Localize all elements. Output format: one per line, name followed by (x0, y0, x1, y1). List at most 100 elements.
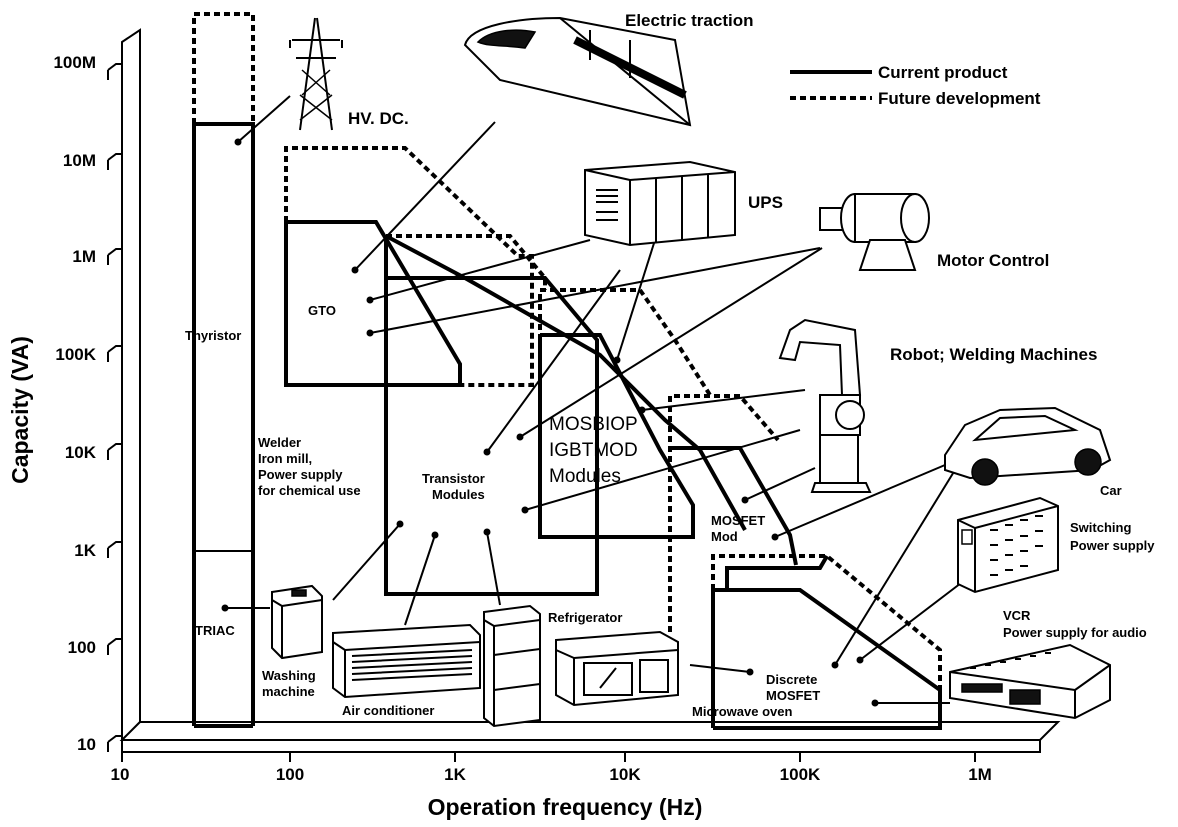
axis-frame (119, 28, 1061, 753)
legend-current-label: Current product (878, 63, 1008, 82)
discrete-mid-line (725, 554, 829, 590)
thyristor-region: Thyristor TRIAC (185, 12, 255, 728)
x-tick-1k: 1K (444, 765, 466, 784)
thyristor-future-outline (192, 12, 255, 124)
leader-dot (516, 433, 524, 441)
modules-label: Modules (549, 466, 621, 487)
leader-dot (351, 266, 359, 274)
y-tick-marks (107, 63, 122, 752)
leader-lines (225, 95, 966, 704)
bullet-train-icon (463, 16, 692, 127)
leader-robot-igbt (641, 389, 806, 411)
y-tick-mark (107, 443, 122, 460)
mosfet-mod-future-outline (668, 394, 780, 632)
y-tick-mark (107, 153, 122, 170)
x-tick-1m: 1M (968, 765, 992, 784)
leader-traction-transistor (486, 269, 621, 453)
leader-dot (771, 533, 779, 541)
igbt-current-outline (538, 333, 695, 539)
y-tick-mark (107, 541, 122, 558)
refrigerator-icon (483, 604, 541, 728)
welder-label-4: for chemical use (258, 483, 361, 498)
x-tick-10: 10 (111, 765, 130, 784)
washing-label-2: machine (262, 684, 315, 699)
y-tick-10: 10 (77, 735, 96, 754)
gto-current-outline (284, 220, 462, 387)
leader-robot-mosfet (744, 467, 816, 501)
leader-ups-gto (369, 239, 591, 301)
leader-dot (366, 296, 374, 304)
car-label: Car (1100, 483, 1122, 498)
leader-microwave (689, 664, 751, 673)
discrete-label-1: Discrete (766, 672, 817, 687)
leader-dot (746, 668, 754, 676)
leader-dot (396, 520, 404, 528)
x-axis-title: Operation frequency (Hz) (428, 794, 703, 820)
gto-label: GTO (308, 303, 336, 318)
motor-icon (819, 193, 930, 271)
leader-car-discrete (834, 469, 956, 666)
mosfet-mod-region: MOSFET Mod (668, 394, 798, 632)
transistor-region: Transistor Modules (384, 234, 599, 596)
y-tick-mark (107, 345, 122, 362)
ups-cabinet-icon (584, 160, 736, 247)
switching-power-supply-icon (957, 496, 1059, 594)
y-tick-1m: 1M (72, 247, 96, 266)
thyristor-current-outline (192, 122, 255, 726)
x-tick-100: 100 (276, 765, 304, 784)
ups-label: UPS (748, 193, 783, 212)
igbtmod-label: IGBTMOD (549, 440, 638, 461)
leader-dot (871, 699, 879, 707)
leader-hvdc (237, 95, 291, 143)
y-tick-1k: 1K (74, 541, 96, 560)
x-tick-10k: 10K (609, 765, 641, 784)
discrete-future-outline (711, 554, 942, 728)
welder-label-3: Power supply (258, 467, 343, 482)
leader-switching (859, 579, 966, 661)
discrete-label-2: MOSFET (766, 688, 820, 703)
leader-dot (831, 661, 839, 669)
leader-dot (613, 356, 621, 364)
mosbiop-label: MOSBIOP (549, 414, 638, 435)
y-tick-mark (107, 638, 122, 655)
leader-dot (638, 406, 646, 414)
vcr-label-1: VCR (1003, 608, 1031, 623)
transistor-label-1: Transistor (422, 471, 485, 486)
y-tick-100k: 100K (55, 345, 96, 364)
leader-dot (366, 329, 374, 337)
discrete-current-outline (711, 588, 942, 730)
y-axis-title: Capacity (VA) (7, 336, 33, 484)
y-tick-mark (107, 735, 122, 752)
x-axis-floor-edge (121, 739, 1041, 753)
leader-car-mosfet (774, 464, 946, 538)
igbt-region: MOSBIOP IGBTMOD Modules (538, 288, 712, 539)
x-tick-marks (121, 752, 976, 762)
y-axis-wall (121, 28, 141, 743)
leader-fridge (486, 531, 501, 606)
leader-ups-igbt (616, 239, 656, 361)
robot-label: Robot; Welding Machines (890, 345, 1097, 364)
leader-dot (431, 531, 439, 539)
vcr-icon (949, 643, 1111, 720)
transistor-current-outline (384, 236, 599, 596)
triac-label: TRIAC (195, 623, 235, 638)
transistor-label-2: Modules (432, 487, 485, 502)
leader-dot (483, 528, 491, 536)
motor-control-label: Motor Control (937, 251, 1049, 270)
leader-dot (221, 604, 229, 612)
y-tick-10k: 10K (65, 443, 97, 462)
leader-dot (741, 496, 749, 504)
electric-traction-label: Electric traction (625, 11, 754, 30)
leader-motor-transistor (524, 429, 801, 511)
y-tick-100m: 100M (53, 53, 96, 72)
switching-label-2: Power supply (1070, 538, 1155, 553)
leader-dot (483, 448, 491, 456)
leader-dot (521, 506, 529, 514)
air-conditioner-icon (332, 623, 481, 699)
washing-machine-icon (271, 584, 323, 660)
microwave-icon (555, 630, 679, 707)
washing-label-1: Washing (262, 668, 316, 683)
leader-motor-gto (369, 247, 821, 334)
